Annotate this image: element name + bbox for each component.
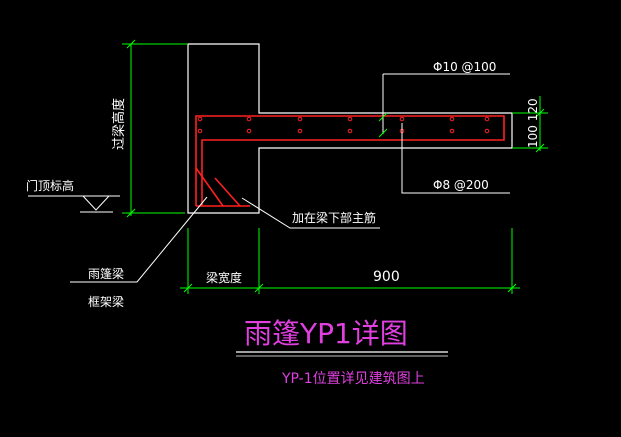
door-level-marker (28, 195, 120, 213)
top-rebar-arrow (378, 112, 388, 122)
beam-type-leader (70, 196, 208, 283)
rebar-dots (197, 116, 490, 134)
slab-thickness-label: 100 120 (526, 98, 540, 148)
beam-width-label: 梁宽度 (206, 270, 242, 285)
bottom-dimension (180, 228, 520, 294)
door-top-level-label: 门顶标高 (26, 178, 74, 193)
anchor-note-leader (241, 197, 380, 229)
drawing-subtitle: YP-1位置详见建筑图上 (281, 371, 425, 387)
rebar-cage (195, 115, 505, 207)
top-rebar-arrow-2 (378, 128, 388, 138)
distribution-rebar-label: Φ8 @200 (433, 178, 489, 192)
beam-height-label: 过梁高度 (111, 98, 127, 150)
canopy-beam-label: 雨篷梁 (88, 266, 124, 281)
top-rebar-label: Φ10 @100 (433, 60, 496, 74)
anchor-note-label: 加在梁下部主筋 (292, 210, 376, 225)
frame-beam-label: 框架梁 (88, 294, 124, 309)
top-rebar-leader (382, 73, 510, 134)
span-label: 900 (373, 269, 400, 285)
beam-height-dimension (122, 39, 188, 218)
slab-thickness-dimension (512, 96, 548, 153)
drawing-title: 雨篷YP1详图 (244, 317, 408, 350)
distribution-rebar-leader (401, 123, 510, 194)
